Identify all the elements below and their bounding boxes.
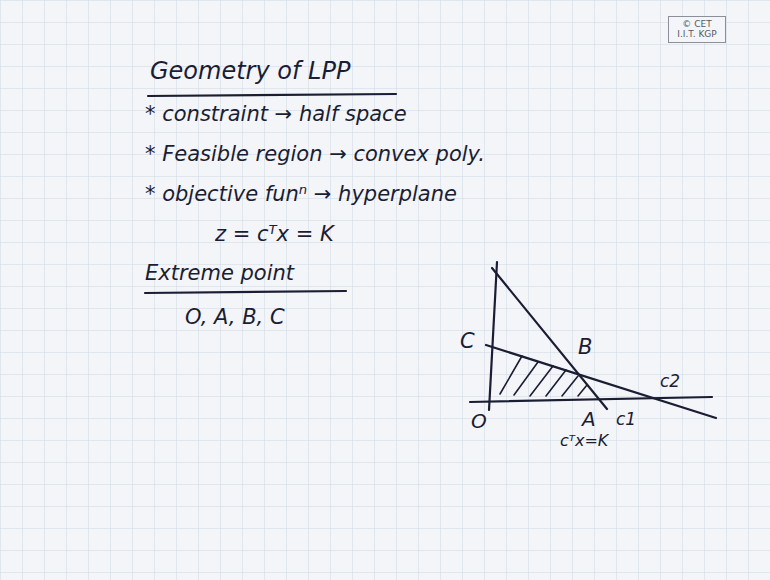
watermark-box: © CET I.I.T. KGP — [668, 16, 726, 43]
point-list: O, A, B, C — [185, 306, 285, 329]
line-label: c2 — [660, 372, 680, 391]
constraint-line-c2 — [486, 345, 716, 418]
bullet-note: * constraint → half space — [145, 103, 407, 126]
bullet-note: * Feasible region → convex poly. — [145, 143, 485, 166]
equation: z = cᵀx = K — [215, 223, 334, 246]
line-label: c1 — [616, 410, 636, 429]
point-label: B — [578, 336, 592, 359]
page-title: Geometry of LPP — [150, 58, 350, 84]
objective-label: cᵀx=K — [560, 432, 608, 450]
section-heading: Extreme point — [145, 262, 294, 285]
point-label: C — [460, 330, 475, 353]
x-axis — [470, 397, 712, 402]
constraint-line-c1 — [492, 268, 607, 409]
bullet-note: * objective funⁿ → hyperplane — [145, 183, 457, 206]
title-underline — [148, 94, 396, 96]
point-label: A — [582, 408, 596, 430]
heading-underline — [145, 291, 346, 293]
feasible-hatching — [500, 356, 587, 396]
point-label: O — [471, 410, 487, 432]
y-axis — [489, 262, 497, 410]
watermark-text: © CET I.I.T. KGP — [672, 19, 722, 40]
